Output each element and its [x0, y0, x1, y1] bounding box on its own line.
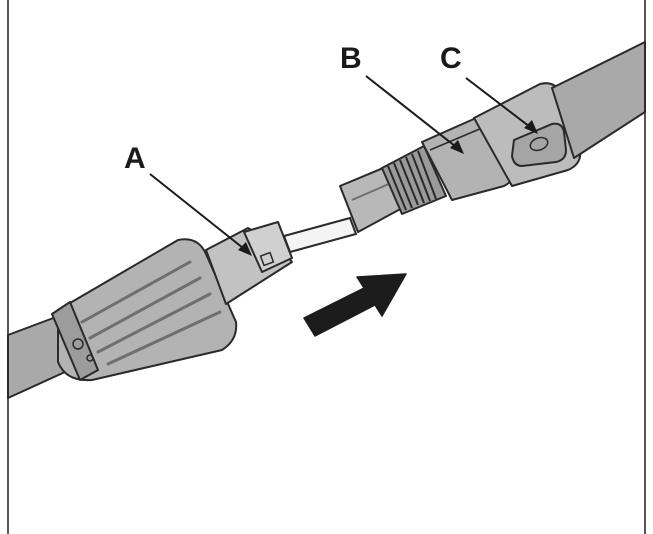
arrow-up-right-icon	[303, 273, 407, 337]
grip-groove	[96, 292, 212, 354]
left-connector-grip	[57, 238, 238, 382]
left-connector-collar	[51, 301, 99, 381]
callout-arrowhead-b	[450, 140, 464, 154]
right-connector	[339, 82, 582, 233]
collar-screw	[86, 354, 94, 362]
collar-screw	[72, 338, 84, 350]
callout-leader-a	[149, 173, 249, 253]
callout-leader-c	[465, 77, 535, 131]
latch-slot	[529, 136, 549, 152]
left-connector-nose	[243, 221, 293, 273]
thread-lines	[387, 150, 437, 211]
left-connector	[51, 221, 293, 382]
grip-groove	[106, 310, 222, 366]
grip-groove	[88, 276, 202, 340]
barrel-ridge	[429, 127, 483, 151]
latch-window	[259, 251, 275, 267]
callout-arrowhead-a	[238, 242, 252, 256]
latch-button	[510, 122, 568, 168]
callout-arrowhead-c	[524, 120, 538, 134]
callout-label-b: B	[340, 42, 362, 75]
connector-pin	[282, 216, 358, 254]
callout-label-a: A	[124, 142, 146, 175]
grip-groove	[80, 260, 192, 324]
right-cable	[551, 41, 646, 159]
callout-leader-b	[365, 75, 461, 151]
callout-label-c: C	[440, 42, 462, 75]
